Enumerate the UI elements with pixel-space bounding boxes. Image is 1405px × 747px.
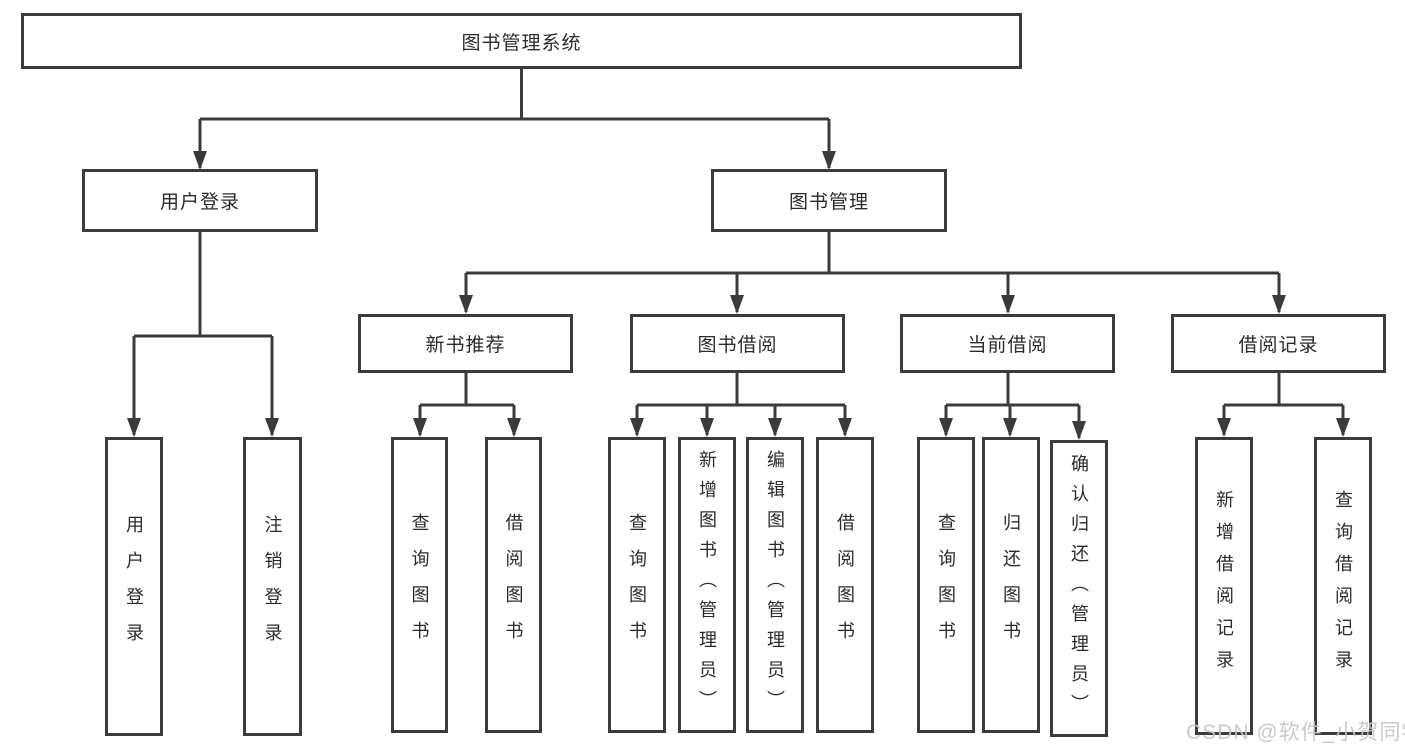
arrowhead [768, 418, 782, 437]
node-leaf-add-books-admin: 新增图书（管理员） [678, 437, 736, 733]
connector-path [132, 69, 1345, 438]
arrowhead [630, 418, 644, 437]
node-borrow-records: 借阅记录 [1171, 314, 1386, 373]
node-leaf-edit-books-admin: 编辑图书（管理员） [746, 437, 804, 733]
arrowhead [507, 418, 521, 437]
arrowheads [127, 151, 1350, 440]
arrowhead [459, 295, 473, 314]
node-leaf-borrow-books: 借阅图书 [816, 437, 874, 733]
arrowhead [838, 418, 852, 437]
node-book-borrow: 图书借阅 [630, 314, 845, 373]
arrowhead [822, 151, 836, 170]
node-leaf-borrow-books-recommend: 借阅图书 [485, 437, 542, 733]
node-leaf-query-books-recommend: 查询图书 [391, 437, 448, 733]
arrowhead [193, 151, 207, 170]
arrowhead [730, 295, 744, 314]
node-leaf-user-login: 用户登录 [105, 437, 163, 736]
node-leaf-confirm-return-admin: 确认归还（管理员） [1050, 440, 1108, 737]
arrowhead [939, 418, 953, 437]
arrowhead [1272, 295, 1286, 314]
node-book-management: 图书管理 [711, 169, 947, 232]
node-user-login: 用户登录 [82, 169, 318, 232]
arrowhead [1072, 421, 1086, 440]
arrowhead [1336, 418, 1350, 437]
arrowhead [1003, 418, 1017, 437]
node-leaf-return-books: 归还图书 [982, 437, 1040, 733]
node-leaf-logout: 注销登录 [243, 437, 302, 736]
arrowhead [265, 418, 279, 437]
node-new-book-recommend: 新书推荐 [358, 314, 573, 373]
node-leaf-add-borrow-record: 新增借阅记录 [1195, 437, 1253, 735]
node-root-system: 图书管理系统 [21, 13, 1022, 69]
node-leaf-query-books-current: 查询图书 [917, 437, 975, 733]
csdn-watermark: CSDN @软件_小贺同学 [1186, 721, 1405, 744]
node-current-borrow: 当前借阅 [900, 314, 1115, 373]
arrowhead [413, 418, 427, 437]
arrowhead [1217, 418, 1231, 437]
arrowhead [127, 418, 141, 437]
arrowhead [700, 418, 714, 437]
node-leaf-query-books-borrow: 查询图书 [608, 437, 666, 733]
arrowhead [1001, 295, 1015, 314]
node-leaf-query-borrow-record: 查询借阅记录 [1314, 437, 1372, 735]
